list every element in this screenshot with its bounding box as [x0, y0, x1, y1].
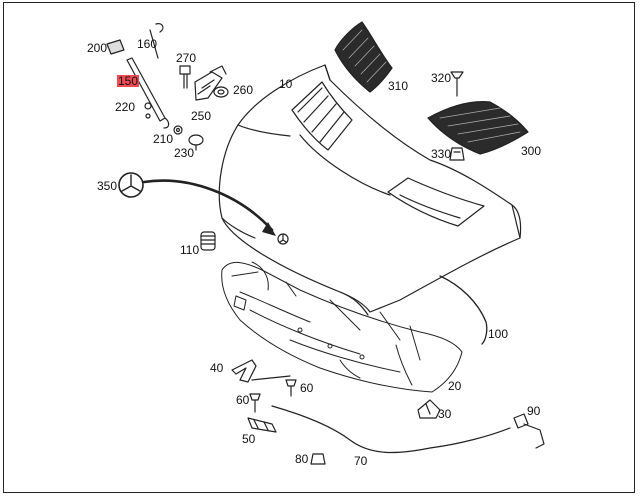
latch-50: [247, 417, 277, 433]
nut-260: [213, 86, 229, 98]
callout-70: 70: [354, 454, 368, 468]
seal-100: [439, 275, 488, 345]
callout-200: 200: [87, 41, 108, 55]
callout-150-highlighted: 150: [117, 74, 140, 88]
callout-220: 220: [115, 100, 136, 114]
callout-250: 250: [191, 109, 212, 123]
clip-200: [106, 39, 125, 55]
hood-vent-right: [387, 177, 485, 227]
hood-vent-left: [291, 81, 353, 151]
callout-40: 40: [210, 361, 224, 375]
callout-260: 260: [233, 83, 254, 97]
washers-220: [144, 102, 152, 119]
callout-100: 100: [488, 327, 509, 341]
bolt-270: [179, 65, 191, 89]
callout-310: 310: [388, 79, 409, 93]
bump-stop-110: [200, 231, 216, 251]
callout-300: 300: [521, 144, 542, 158]
diagram-frame: [3, 2, 635, 493]
air-grille-right: [427, 101, 529, 155]
release-cable-70: [271, 405, 511, 454]
callout-60-lower: 60: [236, 393, 250, 407]
callout-50: 50: [242, 432, 256, 446]
callout-10: 10: [279, 77, 293, 91]
screw-320: [450, 71, 464, 97]
clip-80: [310, 453, 326, 465]
air-grille-left: [334, 21, 393, 93]
hood-panel: [218, 64, 522, 316]
callout-80: 80: [295, 452, 309, 466]
callout-60-upper: 60: [300, 381, 314, 395]
callout-330: 330: [431, 147, 452, 161]
hinge-250: [194, 65, 227, 101]
callout-110: 110: [180, 243, 200, 257]
hood-inner-panel: [221, 261, 463, 393]
callout-90: 90: [527, 404, 541, 418]
emblem-arrow: [142, 179, 274, 232]
bolt-60-upper: [285, 379, 297, 397]
bolt-230: [188, 134, 204, 151]
clip-330: [449, 147, 465, 161]
emblem-350: [118, 172, 144, 198]
washer-210: [173, 125, 183, 135]
callout-270: 270: [176, 51, 197, 65]
bracket-40: [231, 359, 291, 383]
hood-stay-rod: [126, 23, 170, 129]
release-handle-90: [513, 413, 545, 449]
bolt-60-lower: [249, 393, 261, 413]
callout-230: 230: [174, 146, 195, 160]
callout-320: 320: [431, 71, 452, 85]
callout-30: 30: [438, 407, 452, 421]
callout-350: 350: [97, 179, 118, 193]
callout-20: 20: [448, 379, 462, 393]
callout-160: 160: [137, 37, 158, 51]
latch-30: [417, 399, 441, 419]
callout-210: 210: [153, 132, 174, 146]
